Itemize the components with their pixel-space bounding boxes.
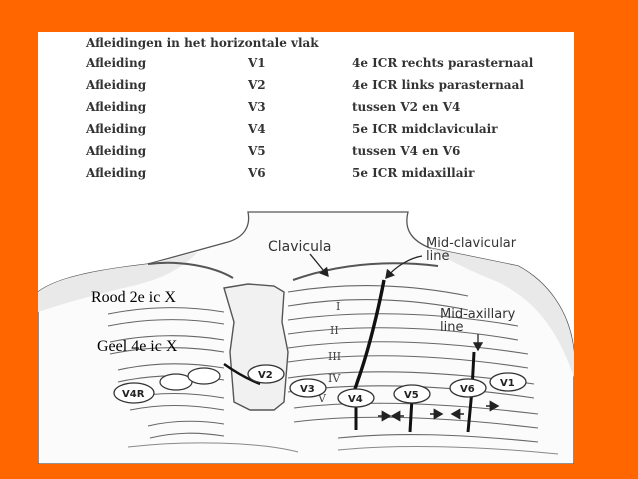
lead-position-cell: tussen V4 en V6 (352, 144, 461, 158)
leads-table: Afleidingen in het horizontale vlak Afle… (38, 32, 574, 202)
electrode-placeholder (159, 373, 193, 391)
lead-name-cell: V2 (248, 78, 266, 92)
lead-position-cell: 4e ICR links parasternaal (352, 78, 524, 92)
v4r-lead-wire (223, 363, 261, 386)
lead-cell: Afleiding (86, 122, 147, 136)
lead-name-cell: V6 (248, 166, 266, 180)
chest-lead-diagram: Clavicula Mid-clavicular line Mid-axilla… (38, 211, 574, 464)
table-row: Afleiding V2 4e ICR links parasternaal (38, 78, 574, 98)
yellow-electrode-note: Geel 4e ic X (97, 338, 178, 355)
lead-cell: Afleiding (86, 144, 147, 158)
rib-label: V (317, 392, 327, 405)
electrode-placeholder (187, 367, 221, 385)
svg-text:V5: V5 (404, 390, 419, 401)
electrode-v6: V6 (449, 378, 487, 398)
rib-label: I (336, 300, 340, 313)
sternum (223, 283, 289, 411)
electrodes: V1 V2 V3 V4 V5 V6 (113, 364, 527, 408)
lead-name-cell: V1 (248, 56, 266, 70)
table-row: Afleiding V6 5e ICR midaxillair (38, 166, 574, 186)
rib-label: II (330, 324, 339, 337)
electrode-v4: V4 (337, 388, 375, 408)
left-shoulder-shading (38, 252, 198, 312)
lead-name-cell: V3 (248, 100, 266, 114)
svg-text:V4: V4 (348, 394, 363, 405)
right-clavicle (292, 262, 439, 281)
svg-text:V2: V2 (258, 370, 273, 381)
rib-label: IV (328, 372, 341, 385)
lower-torso-lines (127, 442, 559, 455)
lead-name-cell: V4 (248, 122, 266, 136)
table-title: Afleidingen in het horizontale vlak (86, 36, 319, 50)
mid-axillary-line-label: line (440, 320, 463, 335)
lead-cell: Afleiding (86, 166, 147, 180)
electrode-v5: V5 (393, 384, 431, 404)
v5-vertical-line (408, 397, 414, 433)
rib-label: III (328, 350, 341, 363)
mid-clavicular-line-label: line (426, 249, 449, 264)
lead-cell: Afleiding (86, 56, 147, 70)
right-ribs (287, 285, 539, 443)
lead-position-cell: tussen V2 en V4 (352, 100, 461, 114)
electrode-v4r: V4R (113, 382, 155, 404)
lead-cell: Afleiding (86, 78, 147, 92)
table-row: Afleiding V5 tussen V4 en V6 (38, 144, 574, 164)
lead-position-cell: 5e ICR midclaviculair (352, 122, 498, 136)
clavicula-arrow (309, 253, 329, 278)
lead-cell: Afleiding (86, 100, 147, 114)
svg-text:V1: V1 (500, 378, 515, 389)
lead-name-cell: V5 (248, 144, 266, 158)
red-electrode-note: Rood 2e ic X (91, 289, 176, 306)
mid-clavicular-label: Mid-clavicular (426, 236, 517, 251)
left-clavicle (147, 261, 234, 279)
electrode-v3: V3 (289, 378, 327, 398)
table-row: Afleiding V1 4e ICR rechts parasternaal (38, 56, 574, 76)
clavicula-label: Clavicula (268, 239, 331, 255)
mid-clavicular-arrow (385, 255, 423, 279)
right-shoulder-shading (430, 248, 574, 377)
lead-position-cell: 5e ICR midaxillair (352, 166, 475, 180)
slide-panel: Afleidingen in het horizontale vlak Afle… (38, 32, 574, 464)
electrode-v1: V1 (489, 372, 527, 392)
svg-text:V6: V6 (460, 384, 475, 395)
mid-axillary-label: Mid-axillary (440, 307, 516, 322)
svg-text:V4R: V4R (122, 389, 145, 400)
lead-position-cell: 4e ICR rechts parasternaal (352, 56, 534, 70)
mid-clavicular-line (350, 279, 386, 399)
table-row: Afleiding V4 5e ICR midclaviculair (38, 122, 574, 142)
table-row: Afleiding V3 tussen V2 en V4 (38, 100, 574, 120)
svg-text:V3: V3 (300, 384, 315, 395)
electrode-v2: V2 (247, 364, 285, 384)
